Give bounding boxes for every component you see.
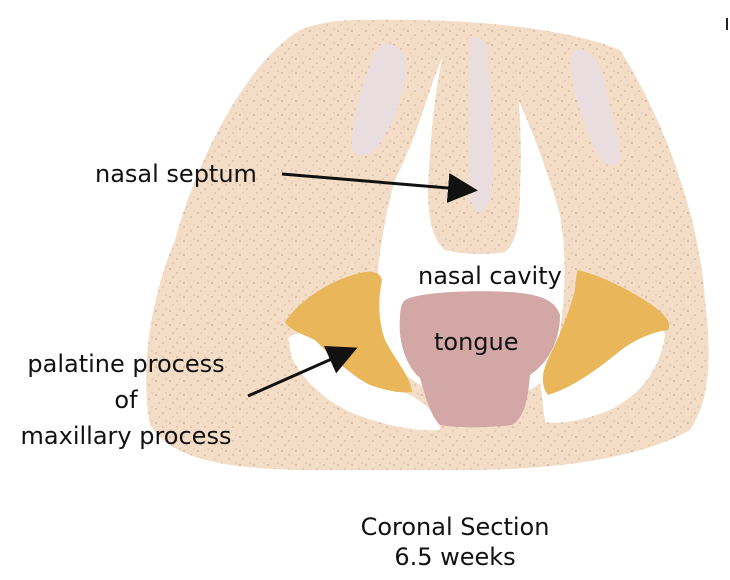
septal-cartilage [468, 37, 493, 212]
palatine-label-line-3: maxillary process [20, 422, 232, 450]
tongue-label: tongue [434, 328, 519, 356]
nasal-cavity-label: nasal cavity [418, 262, 562, 290]
right-nasal-cartilage [570, 49, 620, 166]
nasal-septum-label: nasal septum [95, 160, 257, 188]
nasal-septum [428, 34, 521, 255]
caption-line-1: Coronal Section [360, 513, 550, 541]
corner-mark [726, 18, 728, 30]
nasal-septum-arrow [281, 172, 478, 203]
left-palatine-process [285, 271, 412, 393]
figure-caption: Coronal Section 6.5 weeks [330, 512, 580, 572]
caption-line-2: 6.5 weeks [394, 543, 516, 571]
palatine-process-arrow [247, 345, 358, 398]
palatine-label-line-2: of [114, 386, 138, 414]
right-palatine-process [542, 270, 670, 395]
palatine-label-line-1: palatine process [27, 350, 225, 378]
left-nasal-cartilage [351, 44, 407, 156]
palatine-process-label: palatine process of maxillary process [8, 346, 244, 454]
tongue-shape [399, 291, 560, 428]
